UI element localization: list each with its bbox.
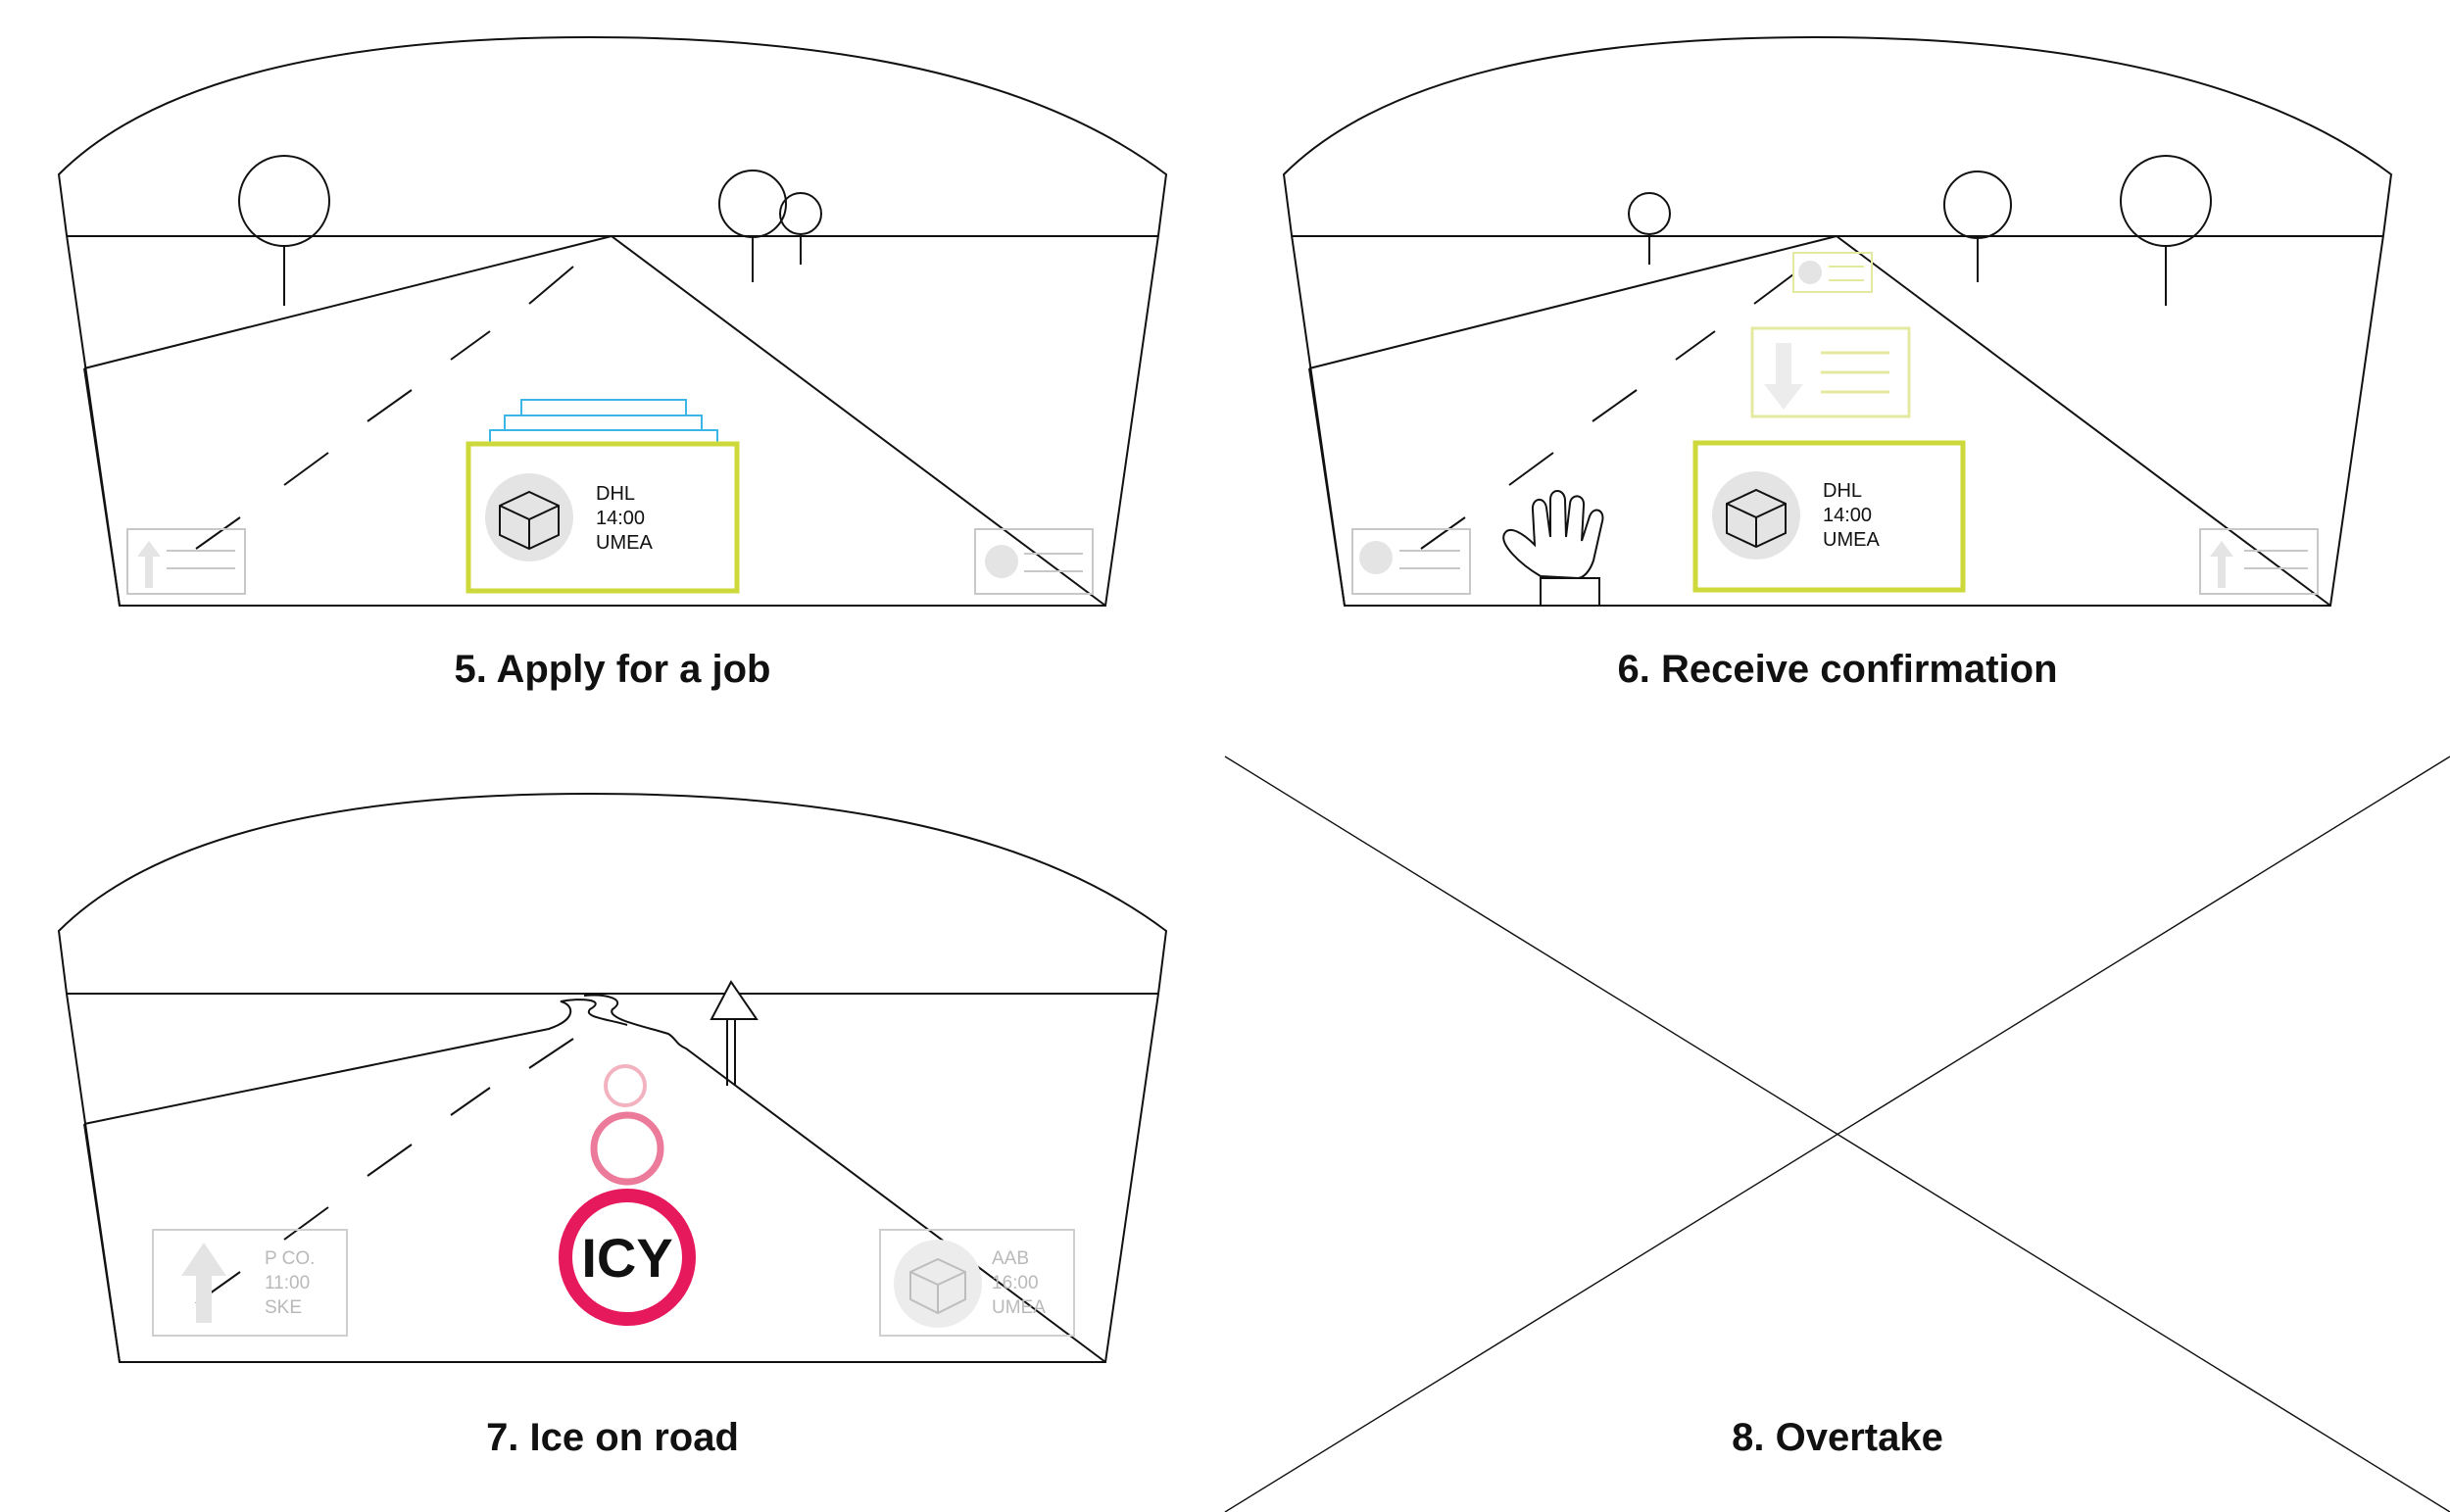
job-company: DHL xyxy=(1823,480,1862,502)
up-arrow-icon xyxy=(137,541,161,588)
card-destination: UMEA xyxy=(992,1297,1046,1318)
panel-caption: 6. Receive confirmation xyxy=(1617,648,2057,691)
raised-hand-icon xyxy=(1502,490,1604,607)
tree xyxy=(238,155,330,306)
panel-8: 8. Overtake xyxy=(1224,756,2450,1512)
incoming-card-far xyxy=(1792,252,1873,293)
road xyxy=(83,235,1106,607)
tree xyxy=(718,170,787,282)
package-box-icon xyxy=(499,490,560,551)
up-arrow-icon xyxy=(181,1243,226,1323)
stacked-jobs-indicator xyxy=(489,399,718,444)
up-arrow-icon xyxy=(2210,541,2233,588)
windshield-frame xyxy=(57,792,1168,1363)
panel-7: P CO. 11:00 SKE AAB 16:00 UMEA ICY 7. Ic… xyxy=(57,792,1168,1459)
tree xyxy=(779,192,822,265)
winding-road xyxy=(83,994,1106,1363)
job-card[interactable]: DHL 14:00 UMEA xyxy=(1692,440,1966,593)
icy-warning-sign: ICY xyxy=(559,1064,696,1326)
panel-5: DHL 14:00 UMEA 5. Apply for a job xyxy=(57,35,1168,691)
faded-card-right: AAB 16:00 UMEA xyxy=(879,1229,1075,1337)
job-card[interactable]: DHL 14:00 UMEA xyxy=(466,441,740,594)
package-box-icon xyxy=(909,1257,966,1315)
panel-caption: 7. Ice on road xyxy=(486,1416,739,1459)
warning-echo-near xyxy=(590,1111,664,1186)
tree xyxy=(2120,155,2212,306)
faded-card-left: P CO. 11:00 SKE xyxy=(152,1229,348,1337)
package-box-icon xyxy=(1726,488,1787,549)
card-company: P CO. xyxy=(265,1248,315,1269)
tree xyxy=(1943,171,2012,282)
down-arrow-icon xyxy=(1764,343,1803,410)
incoming-card-near xyxy=(1750,326,1911,418)
warning-sign-ring xyxy=(559,1189,696,1326)
panel-6: DHL 14:00 UMEA 6. Receive confirmation xyxy=(1282,35,2393,691)
card-company: AAB xyxy=(992,1248,1029,1269)
crossed-out-placeholder xyxy=(1224,756,2450,1512)
faded-card-left xyxy=(1351,528,1471,595)
warning-triangle-sign-icon xyxy=(710,980,759,1086)
job-time: 14:00 xyxy=(596,508,645,529)
warning-echo-far xyxy=(604,1064,647,1107)
tree xyxy=(1628,192,1671,265)
faded-card-right xyxy=(974,528,1094,595)
job-company: DHL xyxy=(596,483,635,505)
job-time: 14:00 xyxy=(1823,505,1872,526)
faded-card-right xyxy=(2199,528,2319,595)
card-time: 16:00 xyxy=(992,1273,1039,1293)
panel-caption: 8. Overtake xyxy=(1732,1416,1943,1459)
panel-caption: 5. Apply for a job xyxy=(455,648,771,691)
job-destination: UMEA xyxy=(1823,529,1880,551)
road xyxy=(1308,235,2331,607)
warning-label: ICY xyxy=(581,1227,672,1289)
faded-card-left xyxy=(126,528,246,595)
job-destination: UMEA xyxy=(596,532,653,554)
card-destination: SKE xyxy=(265,1297,302,1318)
card-time: 11:00 xyxy=(265,1273,310,1293)
